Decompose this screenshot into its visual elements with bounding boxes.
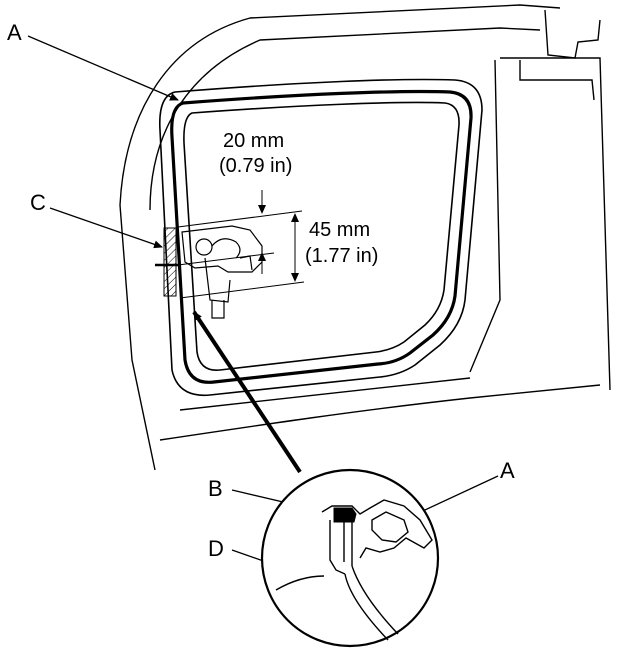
pillar-step — [519, 60, 595, 101]
detail-pointer-arrow — [192, 310, 302, 474]
hatched-zone-c — [163, 227, 177, 297]
weatherstrip-cross-section — [275, 499, 433, 641]
detail-circle-border — [260, 468, 440, 648]
dimension-small-mm: 20 mm — [223, 130, 285, 152]
upper-right-trim — [544, 9, 601, 59]
dimension-large-in: (1.77 in) — [305, 245, 379, 267]
sill-line — [159, 384, 601, 441]
callout-c: C — [30, 190, 46, 215]
leader-a-detail — [411, 475, 499, 517]
sill-line-2 — [179, 377, 471, 411]
roof-line-inner — [149, 27, 541, 211]
latch-mechanism — [181, 225, 263, 319]
callout-b: B — [208, 476, 223, 501]
body-outline — [119, 4, 611, 471]
leader-c — [49, 207, 163, 249]
ext-line-mid — [177, 252, 275, 266]
callout-a-detail: A — [500, 458, 515, 483]
weatherstrip-inner-edge — [183, 101, 460, 371]
opening-frame-outer — [158, 78, 483, 397]
ext-line-bottom — [179, 281, 305, 299]
callout-d: D — [208, 536, 224, 561]
door-side-line — [119, 204, 156, 471]
roof-line-outer — [119, 4, 561, 206]
dimension-small-in: (0.79 in) — [219, 155, 293, 177]
pillar-inner — [469, 59, 501, 373]
dimension-large-mm: 45 mm — [309, 219, 371, 241]
weatherstrip-outer-edge — [170, 89, 473, 384]
callout-a-top: A — [7, 20, 22, 45]
pillar-outer — [500, 57, 611, 391]
ext-line-top — [177, 210, 303, 228]
detail-circle — [260, 468, 440, 648]
leader-a-top — [27, 35, 179, 101]
dimension-lines — [177, 190, 305, 299]
window-opening — [158, 78, 483, 397]
leader-lines — [27, 35, 499, 580]
seal-b-filled — [333, 507, 357, 523]
